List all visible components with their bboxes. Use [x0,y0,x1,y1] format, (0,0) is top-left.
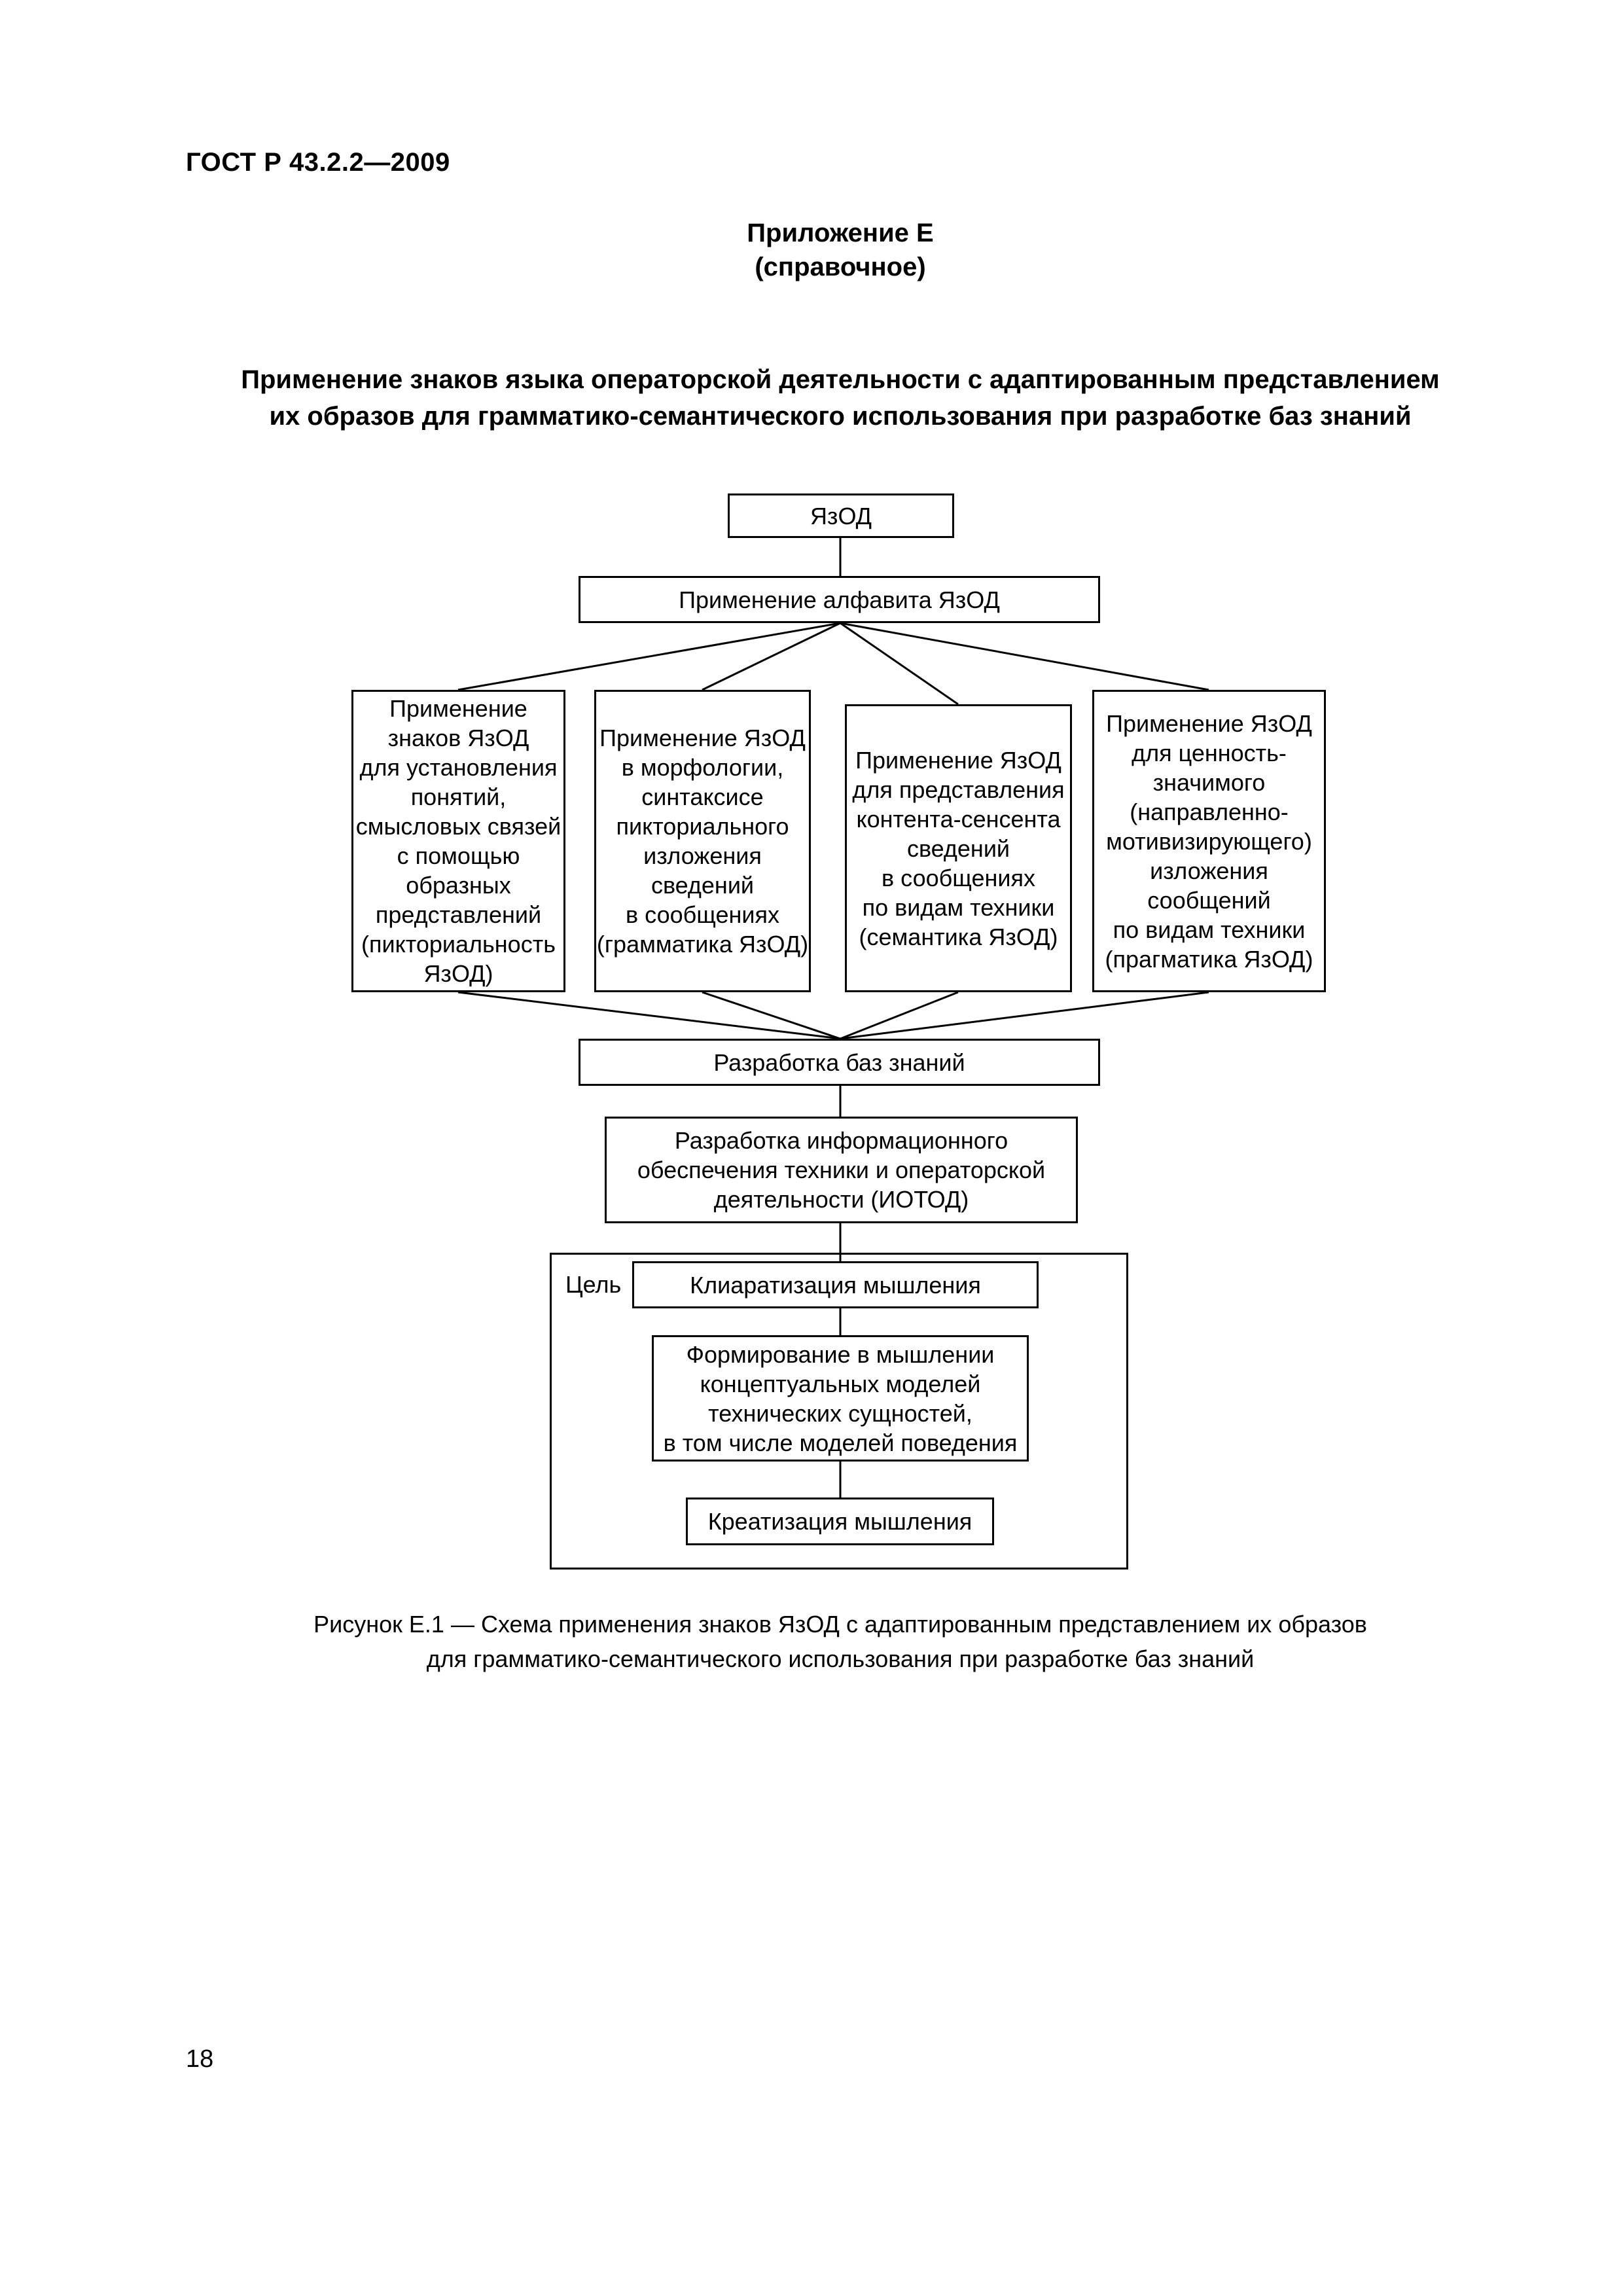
connector-alphabet-pictorial [457,622,841,691]
connector-alphabet-grammar [702,622,841,691]
document-header: ГОСТ Р 43.2.2—2009 [186,148,450,177]
node-creatization: Креатизация мышления [686,1498,994,1545]
goal-label: Цель [565,1271,622,1298]
connector-semantics-kb [840,991,959,1040]
node-clarification: Клиаратизация мышления [632,1261,1039,1308]
page-number: 18 [186,2045,214,2073]
appendix-heading: Приложение Е (справочное) [58,216,1623,284]
goal-frame [550,1253,1128,1570]
connector-pictorial-kb [457,991,841,1040]
appendix-label: Приложение Е [747,219,934,247]
node-grammar: Применение ЯзОД в морфологии, синтаксисе… [594,690,811,992]
connector-pragmatics-kb [840,991,1209,1040]
node-alphabet-application: Применение алфавита ЯзОД [579,576,1100,623]
node-pictorial: Применение знаков ЯзОД для установления … [351,690,565,992]
node-concept-models: Формирование в мышлении концептуальных м… [652,1335,1029,1462]
node-knowledge-bases: Разработка баз знаний [579,1039,1100,1086]
document-title: Применение знаков языка операторской дея… [241,365,1440,431]
connector-alphabet-semantics [840,622,959,706]
node-pragmatics: Применение ЯзОД для ценность- значимого … [1092,690,1326,992]
appendix-note: (справочное) [755,253,926,281]
connector-grammar-kb [702,991,841,1040]
figure-caption: Рисунок Е.1 — Схема применения знаков Яз… [313,1611,1367,1672]
connector-alphabet-pragmatics [840,622,1209,691]
node-semantics: Применение ЯзОД для представления контен… [845,704,1072,992]
node-yazod: ЯзОД [728,493,954,538]
node-iotod: Разработка информационного обеспечения т… [605,1117,1078,1223]
